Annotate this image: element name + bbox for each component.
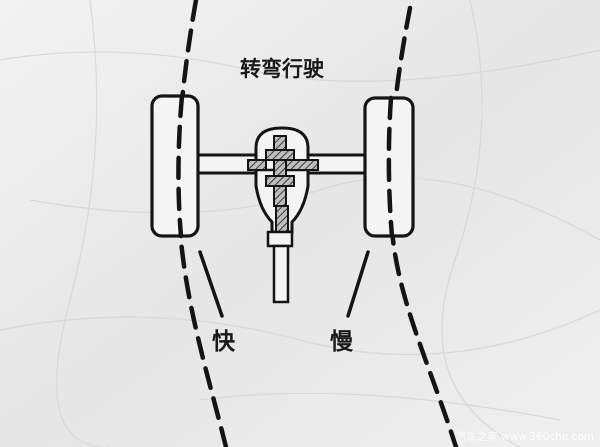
left-wheel-fast-label: 快 (212, 329, 236, 355)
right-path-over-wheel (386, 95, 395, 239)
left-turning-path (175, 0, 229, 447)
differential-gears (247, 135, 319, 233)
left-path-over-wheel (176, 93, 185, 239)
right-wheel-slow-label: 慢 (330, 328, 354, 355)
drive-shaft (266, 230, 294, 304)
diagram-title: 转弯行驶 (240, 57, 324, 81)
left-pointer-stroke (198, 250, 224, 318)
left-wheel (150, 94, 200, 238)
right-pointer-stroke (346, 250, 370, 318)
watermark: 汽车之家 www.360che.com (456, 430, 594, 443)
